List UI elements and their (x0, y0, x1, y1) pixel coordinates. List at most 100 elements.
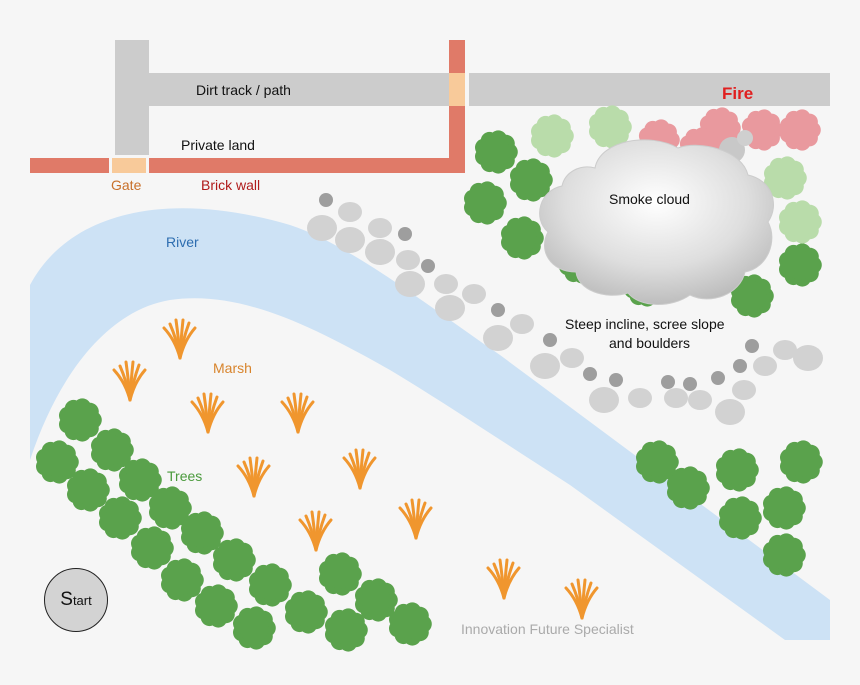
fire-tree-icon (779, 109, 821, 151)
tree-icon (501, 216, 544, 260)
tree-icon (325, 608, 368, 652)
boulder-icon (664, 388, 688, 408)
marsh-plant-icon (486, 558, 521, 600)
tree-icon (319, 552, 362, 596)
boulder-icon (395, 271, 425, 297)
boulder-icon (307, 215, 337, 241)
marsh-plant-icon (190, 392, 225, 434)
boulder-icon (589, 387, 619, 413)
tree-icon (779, 243, 822, 287)
tree-icon (780, 440, 823, 484)
tree-icon (285, 590, 328, 634)
marsh-plant-icon (398, 498, 433, 540)
smoke-cloud-icon (539, 130, 774, 305)
boulder-icon (733, 359, 747, 373)
boulder-icon (543, 333, 557, 347)
tree-icon (36, 440, 79, 484)
marsh-plant-icon (162, 318, 197, 360)
tree-icon (213, 538, 256, 582)
tree-icon (475, 130, 518, 174)
start-initial: S (60, 589, 73, 610)
marsh-plant-icon (236, 456, 271, 498)
boulders-group (307, 193, 823, 425)
boulder-icon (683, 377, 697, 391)
tree-icon (531, 114, 574, 158)
tree-icon (119, 458, 162, 502)
tree-icon (716, 448, 759, 492)
tree-icon (248, 563, 292, 607)
boulder-icon (711, 371, 725, 385)
boulder-icon (628, 388, 652, 408)
tree-icon (389, 602, 432, 646)
boulder-icon (745, 339, 759, 353)
brick-wall (30, 40, 465, 173)
boulder-icon (368, 218, 392, 238)
gate-south (112, 158, 146, 173)
boulder-icon (435, 295, 465, 321)
tree-icon (91, 428, 134, 472)
marsh-plant-icon (112, 360, 147, 402)
boulder-icon (530, 353, 560, 379)
steep-incline-label: Steep incline, scree slope (565, 316, 725, 332)
boulder-icon (715, 399, 745, 425)
boulder-icon (609, 373, 623, 387)
boulder-icon (434, 274, 458, 294)
tree-icon (99, 496, 142, 540)
river (30, 208, 830, 640)
tree-icon (763, 533, 806, 577)
marsh-plant-icon (298, 510, 333, 552)
gate-east (449, 73, 465, 106)
tree-icon (764, 156, 807, 200)
boulder-icon (491, 303, 505, 317)
tree-icon (161, 558, 204, 602)
marsh-label: Marsh (213, 360, 252, 376)
tree-icon (59, 398, 102, 442)
tree-icon (667, 466, 710, 510)
boulder-icon (510, 314, 534, 334)
tree-icon (181, 511, 224, 555)
boulder-icon (483, 325, 513, 351)
boulder-icon (560, 348, 584, 368)
tree-icon (195, 584, 238, 628)
watermark: Innovation Future Specialist (461, 621, 634, 637)
tree-icon (131, 526, 174, 570)
tree-icon (779, 200, 822, 244)
fire-tree-icon (741, 109, 783, 151)
boulder-icon (396, 250, 420, 270)
fire-label: Fire (722, 84, 754, 103)
gate-label: Gate (111, 177, 142, 193)
boulder-icon (753, 356, 777, 376)
boulder-icon (398, 227, 412, 241)
tree-icon (355, 578, 398, 622)
marsh-group (112, 318, 599, 620)
boulder-icon (583, 367, 597, 381)
boulder-icon (319, 193, 333, 207)
tree-icon (464, 181, 507, 225)
private-land-label: Private land (181, 137, 255, 153)
marsh-plant-icon (342, 448, 377, 490)
boulder-icon (661, 375, 675, 389)
boulder-icon (365, 239, 395, 265)
tree-icon (67, 468, 110, 512)
trees-label: Trees (167, 468, 203, 484)
boulder-icon (335, 227, 365, 253)
brick-wall-label: Brick wall (201, 177, 261, 193)
river-label: River (166, 234, 199, 250)
dirt-track (115, 40, 830, 155)
boulder-icon (338, 202, 362, 222)
boulder-icon (462, 284, 486, 304)
tree-icon (233, 606, 276, 650)
tree-icon (763, 486, 806, 530)
tree-icon (636, 440, 679, 484)
start-rest: tart (72, 592, 92, 608)
boulder-icon (688, 390, 712, 410)
tree-icon (589, 105, 632, 149)
tree-icon (149, 486, 192, 530)
steep-incline-label-line2: and boulders (609, 335, 690, 351)
boulder-icon (732, 380, 756, 400)
boulder-icon (773, 340, 797, 360)
boulder-icon (793, 345, 823, 371)
